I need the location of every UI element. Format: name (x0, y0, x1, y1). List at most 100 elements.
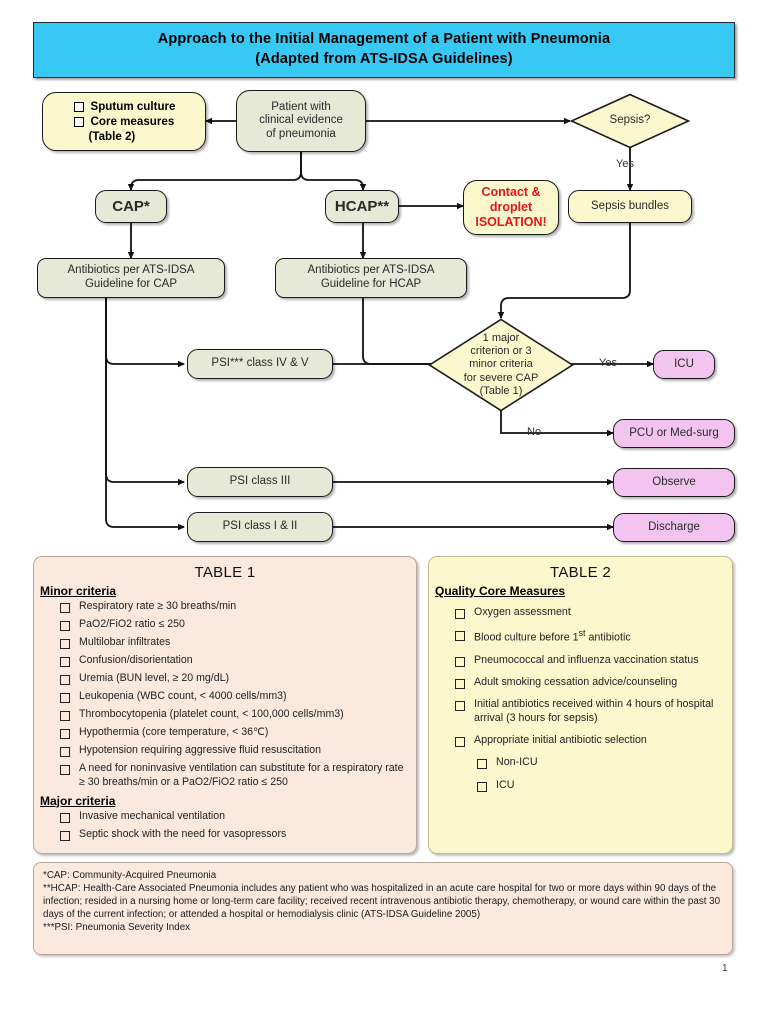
edge-label-severe-yes: Yes (599, 357, 617, 369)
table-1-minor-item-3[interactable]: Confusion/disorientation (60, 654, 410, 668)
checkbox-icon (455, 701, 465, 712)
patient-line-2: clinical evidence (259, 114, 343, 127)
table-2-sub-item-1[interactable]: ICU (477, 779, 726, 793)
table-1-minor-item-2[interactable]: Multilobar infiltrates (60, 636, 410, 650)
table-2-item-1-label: Blood culture before 1st antibiotic (474, 628, 631, 644)
isolation-line-2: droplet (489, 200, 533, 215)
patient-line-1: Patient with (271, 100, 331, 113)
table-2-item-4[interactable]: Initial antibiotics received within 4 ho… (455, 698, 726, 725)
checkbox-icon (60, 831, 70, 842)
node-psi-class-i-ii[interactable]: PSI class I & II (187, 512, 333, 542)
node-sepsis-bundles[interactable]: Sepsis bundles (568, 190, 692, 223)
table-1-minor-item-7[interactable]: Hypothermia (core temperature, < 36℃) (60, 726, 410, 740)
checkbox-icon (60, 693, 70, 704)
edge-bundles-to-severe-cap (497, 223, 631, 319)
node-discharge[interactable]: Discharge (613, 513, 735, 542)
checkbox-icon (60, 621, 70, 632)
edge-abxcap-to-psi-i-ii (105, 298, 185, 531)
sputum-item-1: Sputum culture (90, 99, 176, 113)
table-2-sub-list: Non-ICU ICU (455, 756, 726, 793)
node-patient-clinical-evidence[interactable]: Patient with clinical evidence of pneumo… (236, 90, 366, 152)
node-icu[interactable]: ICU (653, 350, 715, 379)
table-1-major-item-0[interactable]: Invasive mechanical ventilation (60, 810, 410, 824)
sputum-item-3: (Table 2) (88, 130, 136, 144)
table-2-item-0[interactable]: Oxygen assessment (455, 606, 726, 620)
checkbox-icon (74, 116, 85, 127)
table-1-minor-item-7-label: Hypothermia (core temperature, < 36℃) (79, 726, 269, 739)
table-1-major-item-0-label: Invasive mechanical ventilation (79, 810, 226, 823)
checkbox-icon (455, 631, 465, 642)
table-1-minor-item-5[interactable]: Leukopenia (WBC count, < 4000 cells/mm3) (60, 690, 410, 704)
abx-cap-line-1: Antibiotics per ATS-IDSA (67, 264, 195, 277)
checkbox-icon (60, 675, 70, 686)
table-1: TABLE 1 Minor criteria Respiratory rate … (33, 556, 417, 854)
edge-abxcap-to-psi-iv-v (105, 298, 185, 368)
decision-sepsis-label: Sepsis? (609, 114, 651, 127)
table-2-item-1[interactable]: Blood culture before 1st antibiotic (455, 628, 726, 645)
table-2-item-3[interactable]: Adult smoking cessation advice/counselin… (455, 676, 726, 690)
isolation-line-3: ISOLATION! (475, 214, 547, 229)
checkbox-icon (455, 656, 465, 667)
node-hcap[interactable]: HCAP** (325, 190, 399, 223)
node-sputum-core-measures[interactable]: Sputum culture Core measures (Table 2) (42, 92, 206, 151)
psi-iii-label: PSI class III (229, 475, 291, 488)
node-contact-droplet-isolation[interactable]: Contact & droplet ISOLATION! (463, 180, 559, 235)
node-antibiotics-cap[interactable]: Antibiotics per ATS-IDSA Guideline for C… (37, 258, 225, 298)
node-observe[interactable]: Observe (613, 468, 735, 497)
edge-patient-to-cap (127, 152, 302, 191)
table-1-minor-item-0[interactable]: Respiratory rate ≥ 30 breaths/min (60, 600, 410, 614)
table-1-major-item-1[interactable]: Septic shock with the need for vasopress… (60, 828, 410, 842)
table-2-item-0-label: Oxygen assessment (474, 606, 571, 618)
decision-sepsis[interactable]: Sepsis? (569, 93, 691, 149)
hcap-label: HCAP** (334, 197, 390, 215)
severe-cap-line-2: criterion or 3 (470, 345, 532, 358)
table-1-major-heading: Major criteria (40, 794, 116, 809)
cap-label: CAP* (112, 197, 150, 215)
table-2-item-2[interactable]: Pneumococcal and influenza vaccination s… (455, 654, 726, 668)
icu-label: ICU (674, 357, 694, 370)
severe-cap-line-3: minor criteria (469, 358, 533, 371)
node-cap[interactable]: CAP* (95, 190, 167, 223)
abx-hcap-line-2: Guideline for HCAP (320, 278, 422, 290)
checkbox-icon (60, 639, 70, 650)
checkbox-icon (60, 765, 70, 776)
table-2-item-5[interactable]: Appropriate initial antibiotic selection (455, 734, 726, 748)
abx-cap-line-2: Guideline for CAP (84, 278, 178, 290)
table-2-item-3-label: Adult smoking cessation advice/counselin… (474, 676, 678, 689)
table-2-sub-list-wrapper: Non-ICU ICU (455, 756, 726, 793)
table-2: TABLE 2 Quality Core Measures Oxygen ass… (428, 556, 733, 854)
table-1-minor-item-6[interactable]: Thrombocytopenia (platelet count, < 100,… (60, 708, 410, 722)
table-1-minor-item-1[interactable]: PaO2/FiO2 ratio ≤ 250 (60, 618, 410, 632)
table-1-minor-item-8-label: Hypotension requiring aggressive fluid r… (79, 744, 322, 757)
checkbox-icon (60, 813, 70, 824)
edge-label-sepsis-yes: Yes (616, 158, 634, 170)
page-number: 1 (722, 963, 728, 974)
table-2-sub-item-0[interactable]: Non-ICU (477, 756, 726, 770)
abx-hcap-line-1: Antibiotics per ATS-IDSA (307, 264, 435, 277)
table-2-item-2-label: Pneumococcal and influenza vaccination s… (474, 653, 699, 666)
table-1-minor-item-4[interactable]: Uremia (BUN level, ≥ 20 mg/dL) (60, 672, 410, 686)
table-1-minor-heading: Minor criteria (40, 584, 117, 598)
decision-severe-cap[interactable]: 1 major criterion or 3 minor criteria fo… (428, 318, 574, 412)
node-psi-class-iv-v[interactable]: PSI*** class IV & V (187, 349, 333, 379)
checkbox-icon (455, 609, 465, 619)
table-1-minor-item-9[interactable]: A need for noninvasive ventilation can s… (60, 762, 410, 789)
table-1-minor-item-8[interactable]: Hypotension requiring aggressive fluid r… (60, 744, 410, 758)
node-psi-class-iii[interactable]: PSI class III (187, 467, 333, 497)
table-1-minor-item-6-label: Thrombocytopenia (platelet count, < 100,… (79, 708, 344, 721)
table-1-minor-item-3-label: Confusion/disorientation (79, 654, 193, 667)
table-2-title: TABLE 2 (549, 564, 612, 581)
checkbox-icon (60, 657, 70, 668)
isolation-line-1: Contact & (481, 185, 541, 200)
node-pcu-or-med-surg[interactable]: PCU or Med-surg (613, 419, 735, 448)
edge-patient-to-hcap (300, 152, 367, 191)
table-1-minor-item-5-label: Leukopenia (WBC count, < 4000 cells/mm3) (79, 690, 287, 703)
decision-severe-cap-label: 1 major criterion or 3 minor criteria fo… (428, 318, 574, 412)
footnote-hcap: **HCAP: Health-Care Associated Pneumonia… (43, 883, 721, 921)
node-antibiotics-hcap[interactable]: Antibiotics per ATS-IDSA Guideline for H… (275, 258, 467, 298)
edge-severe-no-to-pcu (500, 410, 614, 437)
psi-i-ii-label: PSI class I & II (222, 520, 298, 533)
table-1-minor-item-1-label: PaO2/FiO2 ratio ≤ 250 (79, 618, 185, 631)
